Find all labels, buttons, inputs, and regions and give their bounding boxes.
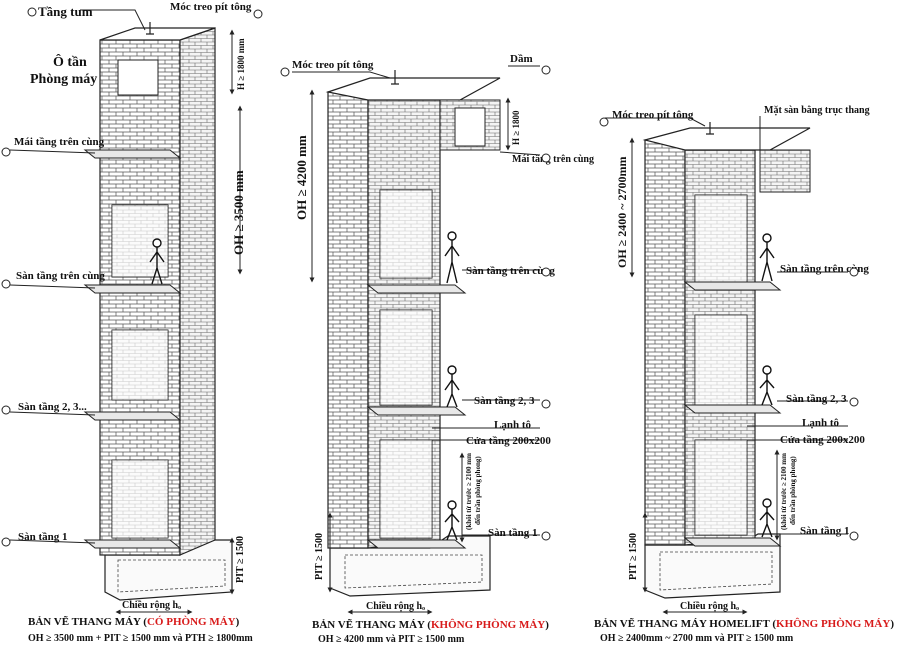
dim-oh-1: OH ≥ 3500 mm bbox=[231, 170, 246, 255]
shaft-3-homelift: Móc treo pít tông Mặt sàn bằng trục than… bbox=[594, 105, 894, 644]
slab-1-1 bbox=[83, 539, 182, 549]
shaft-2-top bbox=[325, 77, 501, 101]
label-san-1-2: Sàn tầng 1 bbox=[488, 527, 538, 539]
dim-oh-3: OH ≥ 2400 ~ 2700mm bbox=[615, 157, 629, 269]
registration-marks bbox=[1, 7, 859, 547]
dim-h-1800-2: H ≥ 1800 bbox=[511, 110, 521, 145]
person-figure-1 bbox=[149, 238, 165, 285]
shaft-1-side bbox=[179, 27, 216, 556]
dim-oh-2: OH ≥ 4200 mm bbox=[294, 135, 309, 220]
dim-width-2: Chiều rộng hₒ bbox=[366, 601, 425, 612]
dim-pit-1: PIT ≥ 1500 bbox=[235, 536, 246, 583]
label-lanh-to-3: Lạnh tô bbox=[802, 417, 839, 429]
shaft-2-no-machine-room: Móc treo pít tông Dầm H ≥ 1800 Mái tầng … bbox=[292, 53, 594, 645]
dim-pit-3: PIT ≥ 1500 bbox=[628, 533, 639, 580]
slab-23-1 bbox=[83, 411, 182, 421]
label-cua-tang-2: Cửa tầng 200x200 bbox=[466, 435, 551, 447]
person-figure-3 bbox=[759, 233, 775, 538]
label-moc-treo-2: Móc treo pít tông bbox=[292, 59, 374, 71]
slab-23-3 bbox=[683, 404, 782, 414]
slab-1-2 bbox=[366, 539, 467, 549]
label-lanh-to-2: Lạnh tô bbox=[494, 419, 531, 431]
door-note-2a: (khôi từ trước ≥ 2100 mm bbox=[465, 453, 473, 530]
label-moc-treo-1: Móc treo pít tông bbox=[170, 1, 252, 13]
dim-pit-2: PIT ≥ 1500 bbox=[314, 533, 325, 580]
shaft-3-front bbox=[644, 139, 686, 546]
shaft-1-top bbox=[99, 27, 216, 41]
slab-roof-1 bbox=[83, 149, 182, 159]
label-san-top-1: Sàn tầng trên cùng bbox=[16, 270, 105, 282]
shaft-2-front bbox=[327, 91, 369, 549]
dim-width-3: Chiều rộng hₒ bbox=[680, 601, 739, 612]
caption-3: BẢN VẼ THANG MÁY HOMELIFT (KHÔNG PHÒNG M… bbox=[594, 617, 894, 630]
label-phong-may: Phòng máy bbox=[30, 72, 97, 87]
shaft-1-with-machine-room: Tầng tum Móc treo pít tông Ô tần Phòng m… bbox=[9, 1, 253, 644]
label-san-1-3: Sàn tầng 1 bbox=[800, 525, 850, 537]
label-o-tan: Ô tần bbox=[53, 53, 87, 70]
dim-width-1: Chiều rộng hₒ bbox=[122, 600, 181, 611]
label-san-top-3: Sàn tầng trên cùng bbox=[780, 263, 869, 275]
label-san-1-1: Sàn tầng 1 bbox=[18, 531, 68, 543]
label-cua-tang-3: Cửa tầng 200x200 bbox=[780, 434, 865, 446]
person-figure-2 bbox=[444, 231, 460, 541]
slab-top-1 bbox=[83, 284, 182, 294]
label-mat-san: Mặt sàn bằng trục thang bbox=[764, 105, 870, 116]
slab-top-3 bbox=[683, 281, 782, 291]
formula-3: OH ≥ 2400mm ~ 2700 mm và PIT ≥ 1500 mm bbox=[600, 633, 794, 644]
label-dam: Dầm bbox=[510, 53, 533, 65]
formula-1: OH ≥ 3500 mm + PIT ≥ 1500 mm và PTH ≥ 18… bbox=[28, 633, 253, 644]
label-san-top-2: Sàn tầng trên cùng bbox=[466, 265, 555, 277]
shaft-3-top bbox=[642, 127, 811, 151]
label-san-23-1: Sàn tầng 2, 3... bbox=[18, 401, 87, 413]
label-mai-tang-2: Mái tầng trên cùng bbox=[512, 154, 594, 165]
door-note-2b: đến trần phòng phong) bbox=[474, 456, 482, 525]
label-san-23-3: Sàn tầng 2, 3 bbox=[786, 393, 847, 405]
formula-2: OH ≥ 4200 mm và PIT ≥ 1500 mm bbox=[318, 634, 465, 645]
caption-2: BẢN VẼ THANG MÁY (KHÔNG PHÒNG MÁY) bbox=[312, 618, 549, 631]
label-moc-treo-3: Móc treo pít tông bbox=[612, 109, 694, 121]
label-mai-tang-1: Mái tầng trên cùng bbox=[14, 136, 105, 148]
label-tang-tum: Tầng tum bbox=[38, 4, 93, 19]
dim-h-1800-1: H ≥ 1800 mm bbox=[236, 38, 246, 90]
slab-top-2 bbox=[366, 284, 467, 294]
door-note-3b: đến trần phòng phong) bbox=[789, 456, 797, 525]
caption-1: BẢN VẼ THANG MÁY (CÓ PHÒNG MÁY) bbox=[28, 616, 240, 628]
door-note-3a: (khôi từ trước ≥ 2100 mm bbox=[780, 453, 788, 530]
slab-1-3 bbox=[683, 537, 782, 547]
label-san-23-2: Sàn tầng 2, 3 bbox=[474, 395, 535, 407]
slab-23-2 bbox=[366, 406, 467, 416]
